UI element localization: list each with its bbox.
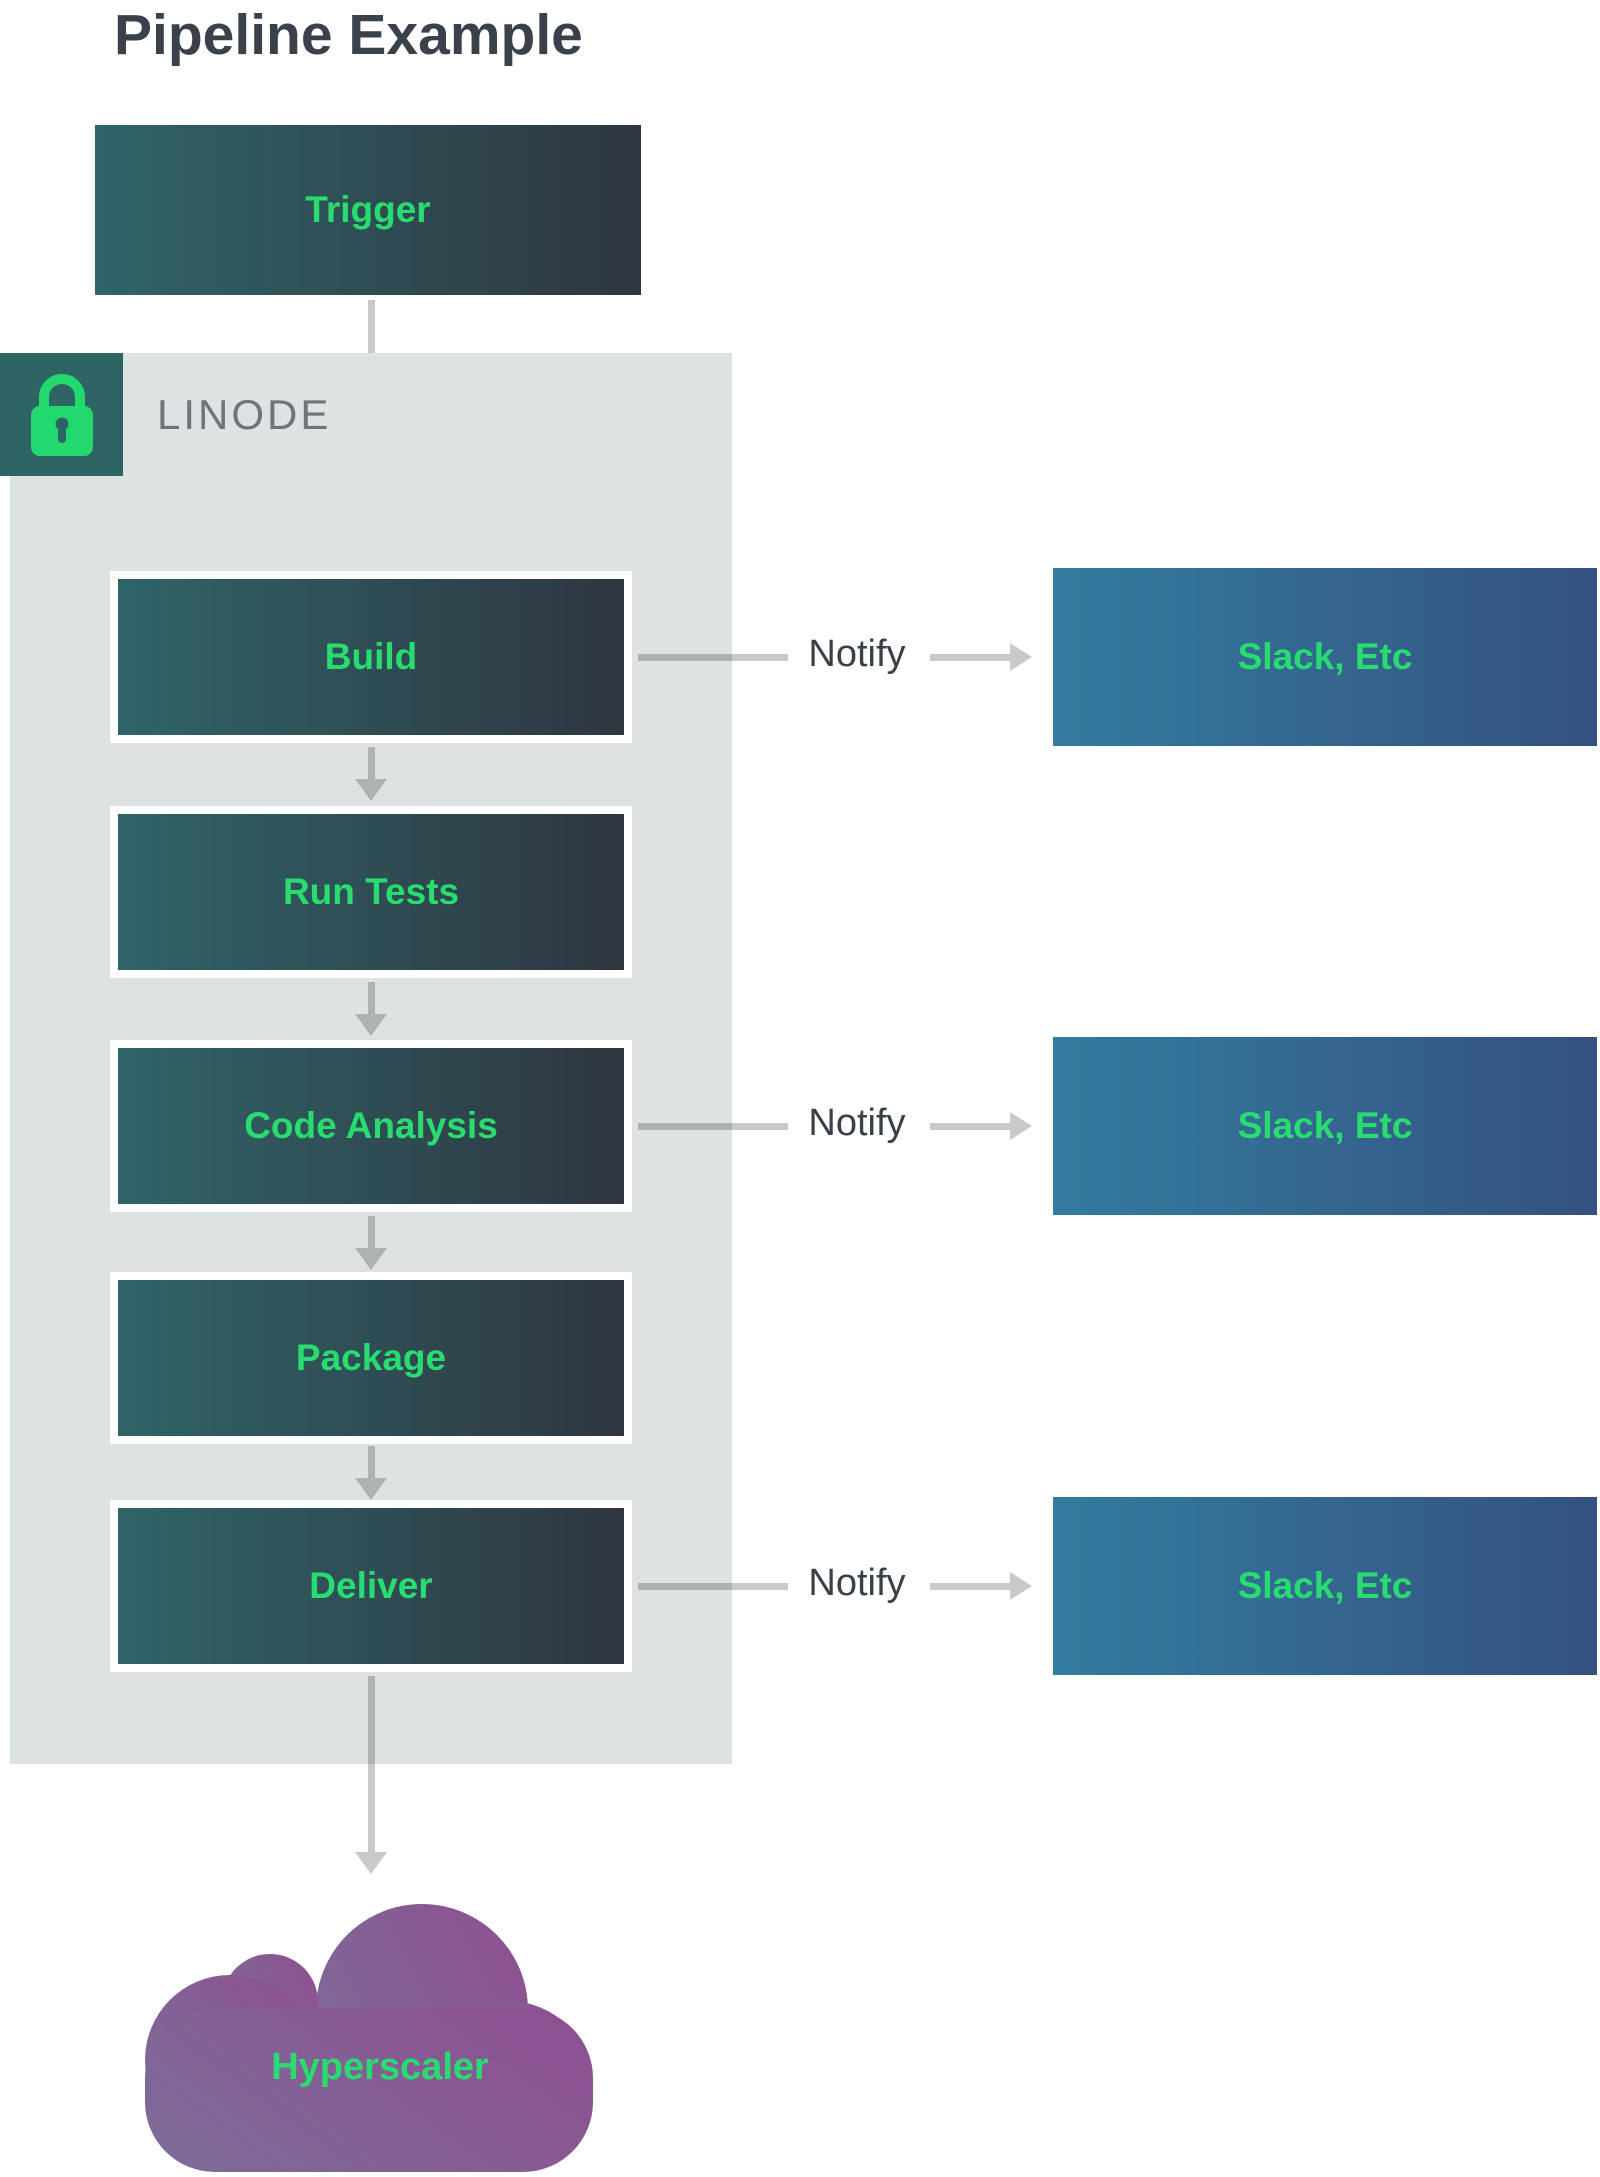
notify-arrow-code-analysis-stem	[930, 1123, 1010, 1130]
stage-label: Build	[324, 636, 418, 677]
stage-node-build: Build	[110, 571, 632, 743]
notify-line-build	[638, 654, 788, 661]
lock-icon	[30, 373, 93, 456]
cloud-label: Hyperscaler	[271, 2046, 489, 2088]
stage-node-code-analysis: Code Analysis	[110, 1040, 632, 1212]
notify-arrow-code-analysis-head	[1010, 1112, 1032, 1140]
notify-line-code-analysis	[638, 1123, 788, 1130]
notify-arrow-deliver-head	[1010, 1572, 1032, 1600]
hyperscaler-cloud	[135, 1898, 595, 2174]
notify-target-node: Slack, Etc	[1053, 1497, 1597, 1675]
arrow-build-to-run-tests-head	[355, 779, 387, 801]
notify-arrow-build-stem	[930, 654, 1010, 661]
arrow-run-tests-to-code-analysis-stem	[368, 982, 375, 1014]
zone-label: LINODE	[157, 390, 332, 438]
notify-target-label: Slack, Etc	[1237, 1105, 1413, 1146]
notify-target-node: Slack, Etc	[1053, 1037, 1597, 1215]
stage-label: Deliver	[309, 1565, 433, 1606]
notify-label: Notify	[808, 633, 906, 675]
stage-label: Code Analysis	[244, 1105, 498, 1146]
notify-arrow-build-head	[1010, 643, 1032, 671]
arrow-code-analysis-to-package-stem	[368, 1216, 375, 1248]
trigger-label: Trigger	[305, 189, 431, 230]
arrow-code-analysis-to-package-head	[355, 1248, 387, 1270]
arrow-build-to-run-tests-stem	[368, 747, 375, 779]
notify-target-label: Slack, Etc	[1237, 1565, 1413, 1606]
arrow-package-to-deliver-stem	[368, 1446, 375, 1478]
stage-node-package: Package	[110, 1272, 632, 1444]
stage-label: Run Tests	[282, 871, 460, 912]
notify-target-node: Slack, Etc	[1053, 568, 1597, 746]
notify-label: Notify	[808, 1102, 906, 1144]
notify-label: Notify	[808, 1562, 906, 1604]
lock-badge	[0, 353, 123, 476]
arrow-run-tests-to-code-analysis-head	[355, 1014, 387, 1036]
trigger-node: Trigger	[95, 125, 641, 295]
diagram-title: Pipeline Example	[114, 3, 583, 67]
arrow-deliver-to-cloud-head	[355, 1852, 387, 1874]
stage-label: Package	[295, 1337, 447, 1378]
arrow-deliver-to-cloud-stem	[368, 1676, 375, 1852]
notify-line-deliver	[638, 1583, 788, 1590]
notify-target-label: Slack, Etc	[1237, 636, 1413, 677]
arrow-package-to-deliver-head	[355, 1478, 387, 1500]
stage-node-deliver: Deliver	[110, 1500, 632, 1672]
stage-node-run-tests: Run Tests	[110, 806, 632, 978]
cloud-shape	[145, 1904, 593, 2172]
notify-arrow-deliver-stem	[930, 1583, 1010, 1590]
